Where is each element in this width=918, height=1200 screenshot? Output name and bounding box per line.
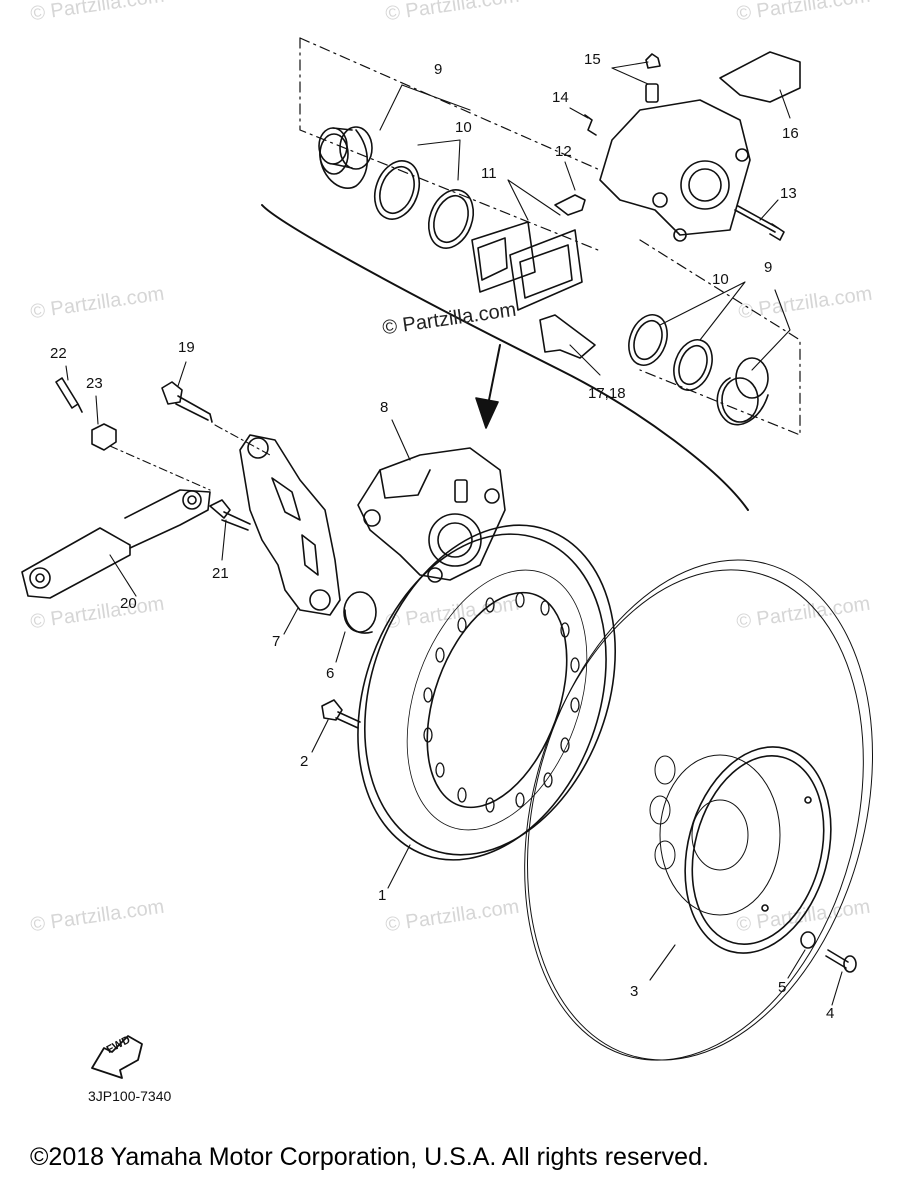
callout-9-right: 9 [764, 259, 773, 276]
callout-21: 21 [212, 565, 229, 582]
bolt-19 [161, 381, 213, 423]
nut [91, 423, 117, 451]
caliper-detail-group [261, 37, 801, 511]
callout-11: 11 [481, 165, 497, 182]
callout-19: 19 [178, 339, 195, 356]
caliper-assembly [357, 447, 506, 583]
callout-23: 23 [86, 375, 103, 392]
torque-rod [21, 489, 211, 599]
bolt-2 [321, 699, 361, 729]
callout-9-left: 9 [434, 61, 443, 78]
hub-ring [684, 746, 832, 954]
callout-3: 3 [630, 983, 639, 1000]
detail-dashed-frame [299, 37, 801, 436]
seals-left [373, 160, 475, 249]
callout-5: 5 [778, 979, 787, 996]
callout-10-left: 10 [455, 119, 472, 136]
callout-20: 20 [120, 595, 137, 612]
callout-22: 22 [50, 345, 67, 362]
callout-10-right: 10 [712, 271, 729, 288]
leader-lines [109, 424, 271, 491]
pad-clip [554, 194, 586, 216]
pad-cover [719, 51, 801, 103]
seals-right [628, 314, 713, 391]
fwd-arrow-icon [91, 1035, 143, 1079]
callout-8: 8 [380, 399, 389, 416]
bolt-21 [209, 499, 251, 531]
detail-arrow-head [475, 397, 499, 429]
cotter-pin [55, 377, 83, 413]
callout-6: 6 [326, 665, 335, 682]
washer [800, 931, 816, 949]
callout-leaders [65, 61, 843, 1006]
diagram-code: 3JP100-7340 [88, 1088, 172, 1104]
detail-bracket-line [261, 204, 749, 511]
detail-arrow-line [486, 344, 501, 411]
pin-clip [584, 114, 597, 136]
copyright-notice: ©2018 Yamaha Motor Corporation, U.S.A. A… [30, 1143, 709, 1171]
bleed-screw [645, 53, 661, 103]
callout-7: 7 [272, 633, 281, 650]
brake-pads [471, 221, 583, 311]
piston-left [318, 126, 373, 189]
callout-16: 16 [782, 125, 799, 142]
callout-12: 12 [555, 143, 572, 160]
callout-2: 2 [300, 753, 309, 770]
callout-14: 14 [552, 89, 569, 106]
callout-17-18: 17,18 [588, 385, 626, 402]
disc-holes [423, 592, 580, 813]
piston-right [716, 357, 769, 426]
wheel [524, 559, 874, 1061]
collar [343, 591, 377, 634]
callout-1: 1 [378, 887, 387, 904]
callout-13: 13 [780, 185, 797, 202]
callout-4: 4 [826, 1005, 835, 1022]
caliper-bracket [239, 434, 341, 616]
screw [825, 949, 857, 973]
caliper-body-exploded [599, 99, 751, 242]
pad-spring [539, 314, 596, 359]
pin-bolt [734, 205, 785, 241]
callout-15: 15 [584, 51, 601, 68]
